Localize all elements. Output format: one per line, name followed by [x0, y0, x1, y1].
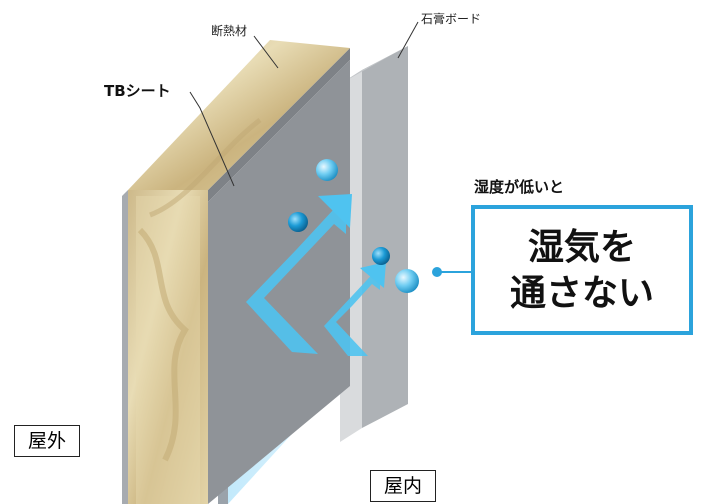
water-droplet [395, 269, 419, 293]
water-droplet [288, 212, 308, 232]
gypsum-board [340, 46, 408, 442]
water-droplet [372, 247, 390, 265]
indoor-label: 屋内 [370, 470, 436, 502]
low-humidity-label: 湿度が低いと [474, 178, 565, 196]
insulation-leader-line [253, 35, 279, 69]
gypsum-leader-line [397, 21, 419, 59]
insulation-label: 断熱材 [211, 24, 248, 38]
tb-sheet-leader-line [189, 91, 235, 187]
gypsum-board-label: 石膏ボード [421, 12, 482, 26]
insulation-block [122, 40, 350, 504]
callout-line-2: 通さない [509, 273, 654, 314]
water-droplet [316, 159, 338, 181]
moisture-arrow-large [246, 194, 352, 354]
outdoor-label: 屋外 [14, 425, 80, 457]
callout-box: 湿気を 通さない [471, 205, 693, 335]
callout-line-1: 湿気を [527, 227, 636, 268]
moisture-arrow-small [324, 262, 386, 356]
tb-sheet-label: TBシート [104, 82, 171, 100]
callout-connector-dot [432, 267, 442, 277]
